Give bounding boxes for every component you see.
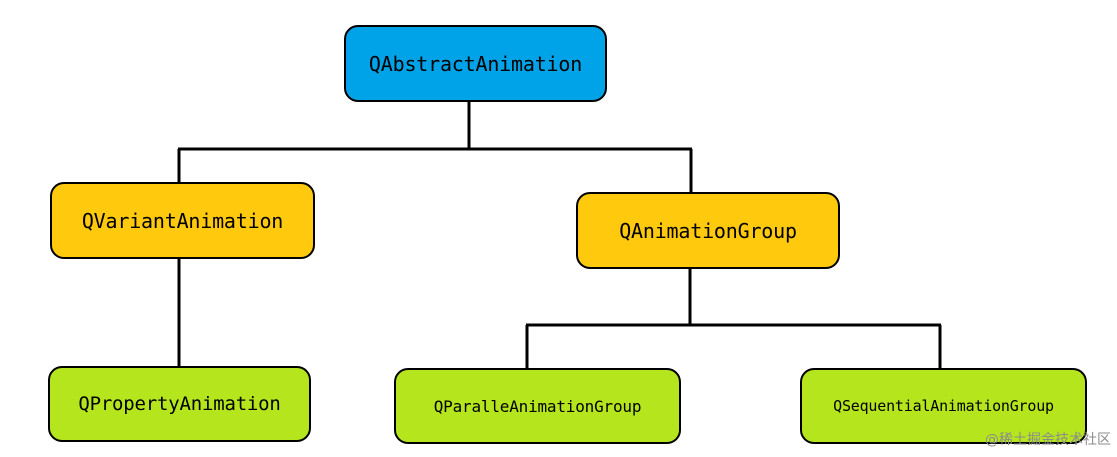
node-qanimationgroup: QAnimationGroup xyxy=(576,192,840,269)
node-qpropertyanimation: QPropertyAnimation xyxy=(48,366,311,442)
watermark-text: @稀土掘金技术社区 xyxy=(985,432,1111,448)
node-qabstractanimation: QAbstractAnimation xyxy=(344,25,607,102)
node-qsequentialanimationgroup: QSequentialAnimationGroup xyxy=(800,368,1087,444)
node-qvariantanimation: QVariantAnimation xyxy=(50,182,315,259)
node-qparalleanimationgroup: QParalleAnimationGroup xyxy=(394,368,681,444)
